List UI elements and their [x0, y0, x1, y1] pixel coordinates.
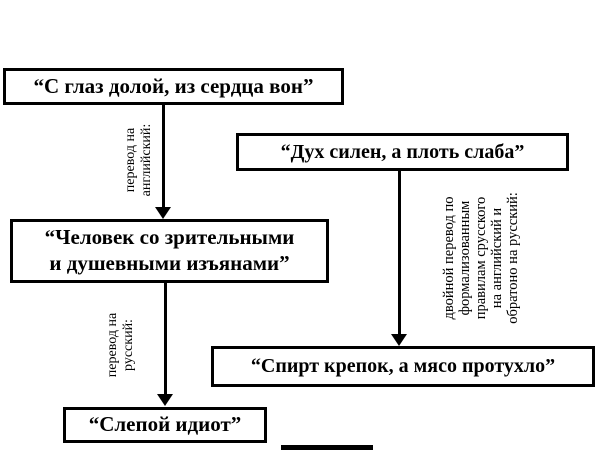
- arrow-down-icon: [391, 334, 407, 346]
- arrow-to-russian-label-line2: русский:: [121, 319, 136, 371]
- node-result-blind-idiot-text: “Слепой идиот”: [88, 412, 242, 437]
- node-english-intermediate: “Человек со зрительными и душевными изъя…: [10, 219, 329, 283]
- arrow-double-translation-label-line1: двойной перевод по: [441, 196, 457, 320]
- arrow-double-translation-label: двойной перевод по формализованным прави…: [441, 170, 521, 346]
- arrow-to-english-label-line2: английский:: [139, 123, 154, 197]
- node-result-rotten-meat: “Спирт крепок, а мясо протухло”: [211, 346, 595, 387]
- arrow-to-russian-shaft: [164, 283, 167, 396]
- arrow-to-english-shaft: [162, 105, 165, 209]
- node-english-intermediate-line1: “Человек со зрительными: [44, 225, 295, 250]
- node-spirit-proverb-text: “Дух силен, а плоть слаба”: [280, 140, 525, 163]
- node-result-rotten-meat-text: “Спирт крепок, а мясо протухло”: [250, 355, 556, 378]
- arrow-double-translation-label-line2: формализованным: [457, 200, 473, 316]
- arrow-double-translation-label-line3: правилам срусского: [473, 196, 489, 320]
- node-result-blind-idiot: “Слепой идиот”: [63, 407, 267, 443]
- arrow-double-translation-label-line4: на английский и: [489, 207, 505, 309]
- arrow-double-translation-shaft: [398, 171, 401, 336]
- node-english-intermediate-line2: и душевными изъянами”: [49, 251, 290, 275]
- node-russian-proverb-text: “С глаз долой, из сердца вон”: [33, 73, 314, 98]
- node-russian-proverb: “С глаз долой, из сердца вон”: [3, 68, 344, 105]
- arrow-to-english-label-line1: перевод на: [123, 127, 138, 193]
- arrow-down-icon: [157, 394, 173, 406]
- arrow-down-icon: [155, 207, 171, 219]
- node-spirit-proverb: “Дух силен, а плоть слаба”: [236, 133, 569, 171]
- arrow-to-russian-label: перевод на русский:: [105, 290, 139, 400]
- arrow-to-english-label: перевод на английский:: [123, 105, 157, 215]
- cropped-box-fragment: [281, 445, 373, 450]
- arrow-double-translation-label-line5: обратоно на русский:: [505, 192, 521, 324]
- arrow-to-russian-label-line1: перевод на: [105, 312, 120, 378]
